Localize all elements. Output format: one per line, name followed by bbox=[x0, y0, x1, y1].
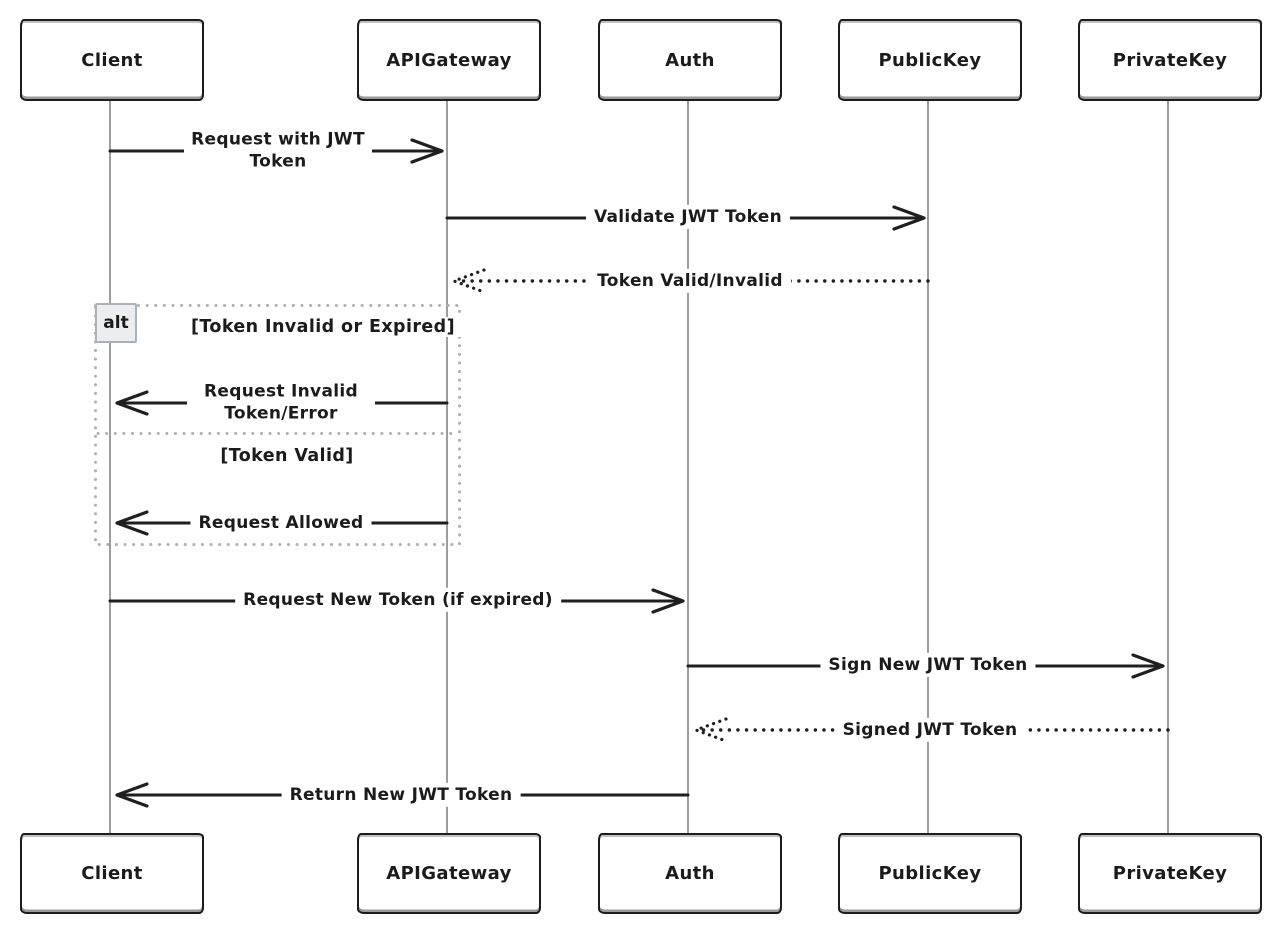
actor-label: PrivateKey bbox=[1112, 49, 1228, 71]
message-arrow-token-valid-invalid bbox=[452, 268, 930, 294]
actor-label: PrivateKey bbox=[1112, 863, 1228, 884]
message-label-validate-jwt-token: Validate JWT Token bbox=[585, 204, 791, 230]
actor-box-auth-bottom: Auth bbox=[598, 833, 782, 914]
message-label-request-allowed: Request Allowed bbox=[190, 510, 372, 536]
alt-condition-token-valid: [Token Valid] bbox=[214, 446, 360, 466]
actor-label: PublicKey bbox=[878, 863, 982, 884]
actor-box-privatekey-bottom: PrivateKey bbox=[1078, 833, 1262, 914]
actor-box-auth-top: Auth bbox=[598, 19, 782, 101]
actor-label: APIGateway bbox=[386, 49, 512, 71]
actor-box-apigateway-top: APIGateway bbox=[357, 19, 541, 101]
actor-label: Auth bbox=[665, 49, 715, 71]
actor-box-apigateway-bottom: APIGateway bbox=[357, 833, 541, 914]
message-label-request-new-token: Request New Token (if expired) bbox=[235, 587, 561, 613]
alt-condition-invalid-or-expired: [Token Invalid or Expired] bbox=[185, 317, 461, 337]
message-label-signed-jwt-token: Signed JWT Token bbox=[834, 717, 1026, 743]
message-label-request-invalid-token-error: Request Invalid Token/Error bbox=[187, 379, 375, 427]
actor-label: APIGateway bbox=[386, 863, 512, 884]
actor-box-publickey-bottom: PublicKey bbox=[838, 833, 1022, 914]
actor-label: PublicKey bbox=[878, 49, 982, 71]
actor-label: Client bbox=[81, 863, 143, 884]
alt-fragment-border bbox=[94, 304, 461, 546]
alt-operator-label: alt bbox=[95, 303, 137, 343]
actor-box-publickey-top: PublicKey bbox=[838, 19, 1022, 101]
actor-label: Auth bbox=[665, 863, 715, 884]
actor-label: Client bbox=[81, 49, 143, 71]
message-label-request-with-jwt-token: Request with JWT Token bbox=[184, 127, 372, 175]
message-label-sign-new-jwt-token: Sign New JWT Token bbox=[820, 652, 1036, 678]
message-label-return-new-jwt-token: Return New JWT Token bbox=[281, 782, 521, 808]
actor-box-privatekey-top: PrivateKey bbox=[1078, 19, 1262, 101]
actor-box-client-top: Client bbox=[20, 19, 204, 101]
message-label-token-valid-invalid: Token Valid/Invalid bbox=[589, 268, 791, 294]
actor-box-client-bottom: Client bbox=[20, 833, 204, 914]
